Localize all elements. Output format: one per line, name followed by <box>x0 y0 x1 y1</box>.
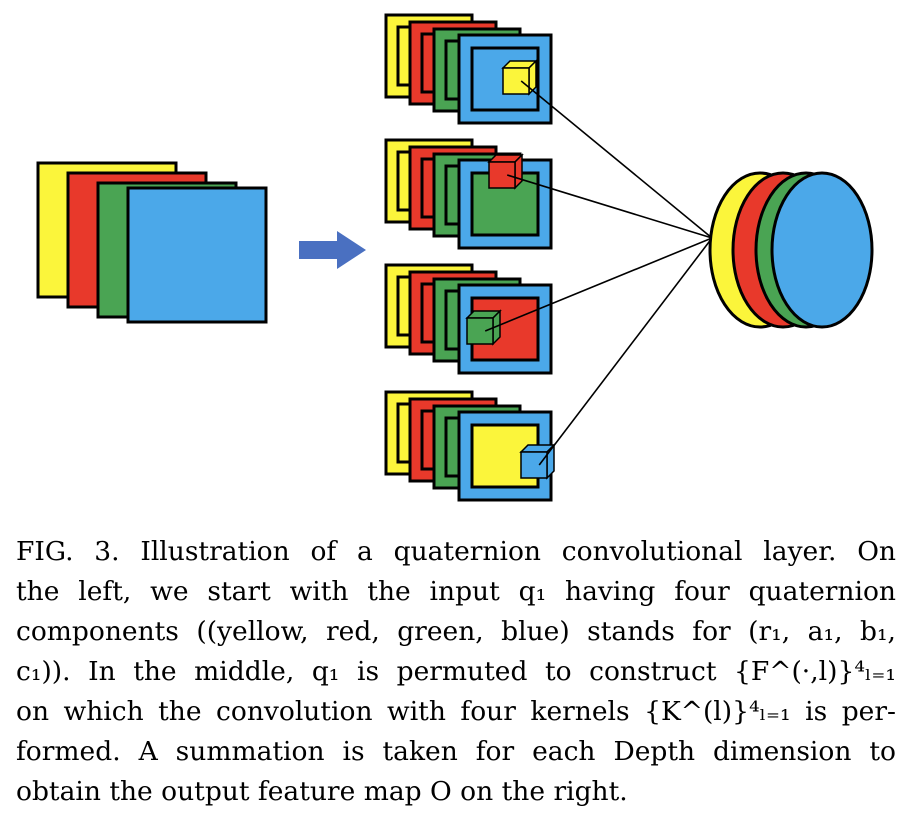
output-disk-blue <box>770 171 874 329</box>
quaternion-conv-diagram <box>36 13 874 502</box>
kernel-cube-icon <box>487 153 524 190</box>
permuted-stacks <box>384 13 556 502</box>
caption-line: on which the convolution with four kerne… <box>16 696 896 727</box>
kernel-cube-icon <box>519 443 556 480</box>
summation-line <box>484 237 713 332</box>
caption-line: c₁)). In the middle, q₁ is permuted to c… <box>16 656 896 687</box>
cube-front <box>520 451 548 479</box>
summation-lines <box>484 80 713 466</box>
kernel-cube-icon <box>465 309 502 346</box>
input-layer-blue <box>126 186 268 324</box>
output-feature-map <box>708 171 874 329</box>
figure-caption: FIG. 3. Illustration of a quaternion con… <box>16 532 896 812</box>
right-arrow-icon <box>299 231 366 269</box>
cube-front <box>488 161 516 189</box>
permuted-stack <box>384 390 556 502</box>
permuted-stack <box>384 263 553 375</box>
caption-line: the left, we start with the input q₁ hav… <box>16 576 896 607</box>
summation-line <box>506 174 713 239</box>
caption-line: components ((yellow, red, green, blue) s… <box>16 616 896 647</box>
cube-front <box>466 317 494 345</box>
summation-line <box>520 80 713 239</box>
kernel-cube-icon <box>501 59 538 96</box>
caption-line: formed. A summation is taken for each De… <box>16 736 896 767</box>
cube-front <box>502 67 530 95</box>
summation-line <box>538 237 713 466</box>
caption-line: obtain the output feature map O on the r… <box>16 776 628 807</box>
cube-side <box>514 153 523 190</box>
permuted-stack <box>384 138 553 250</box>
arrow-shape <box>299 231 366 269</box>
caption-line: FIG. 3. Illustration of a quaternion con… <box>16 536 896 567</box>
input-stack <box>36 161 268 324</box>
permuted-stack <box>384 13 553 125</box>
